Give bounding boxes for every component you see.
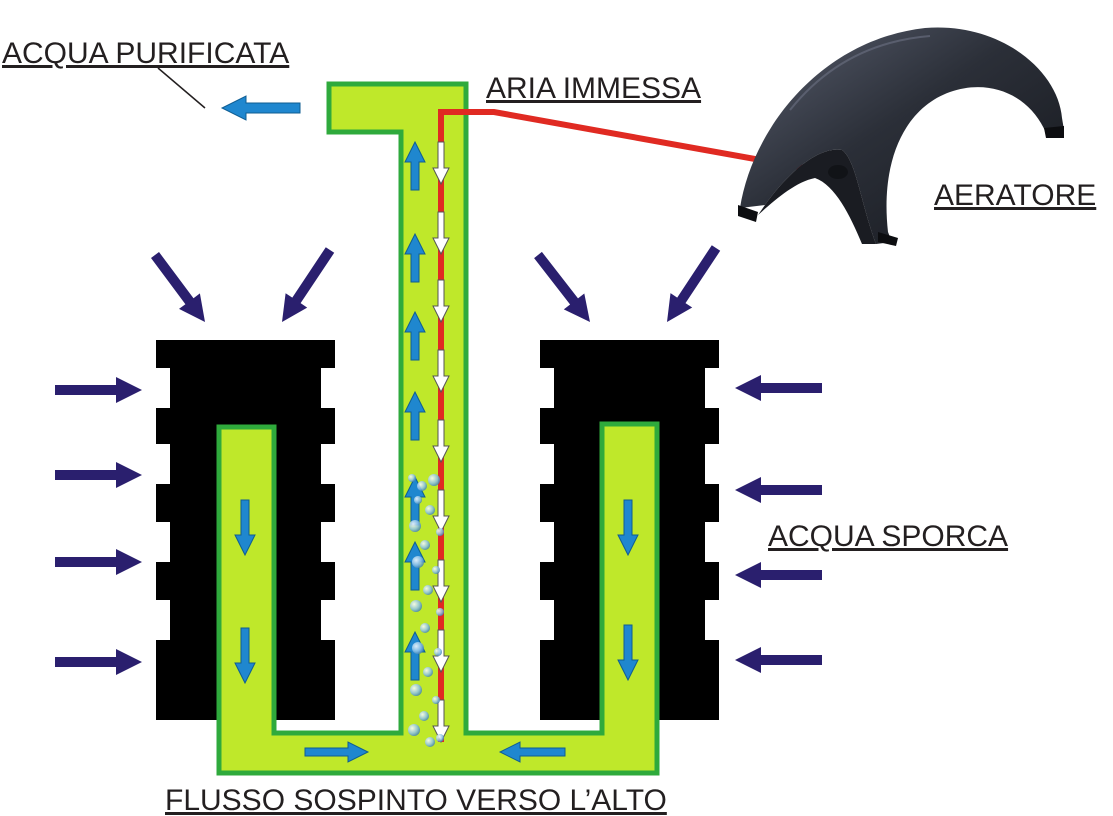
- air-bubble-icon: [420, 540, 430, 550]
- air-bubble-icon: [436, 608, 444, 616]
- inflow-arrow-icon: [735, 375, 822, 401]
- air-bubble-icon: [408, 724, 420, 736]
- label-purified-water: ACQUA PURIFICATA: [2, 37, 289, 70]
- air-bubble-icon: [428, 474, 440, 486]
- inflow-arrow-icon: [55, 549, 142, 575]
- air-bubble-icon: [409, 520, 421, 532]
- air-bubble-icon: [425, 737, 435, 747]
- air-bubble-icon: [434, 648, 442, 656]
- flow-arrows: [220, 95, 639, 763]
- inflow-arrow-icon: [735, 477, 822, 503]
- label-air-input: ARIA IMMESSA: [486, 72, 701, 105]
- inflow-arrow-icon: [667, 245, 721, 322]
- air-bubble-icon: [432, 696, 440, 704]
- water-flow-arrow-icon: [498, 741, 566, 763]
- label-upward-flow: FLUSSO SOSPINTO VERSO L’ALTO: [165, 784, 667, 816]
- aerator-pump-icon: [738, 27, 1064, 246]
- water-flow-arrow-icon: [617, 624, 639, 682]
- inflow-arrows: [55, 245, 822, 675]
- air-bubble-icon: [432, 566, 440, 574]
- water-flow-arrow-icon: [617, 499, 639, 557]
- water-flow-arrow-icon: [234, 499, 256, 557]
- air-bubble-icon: [410, 684, 422, 696]
- label-aerator: AERATORE: [934, 179, 1096, 212]
- air-bubble-icon: [436, 528, 444, 536]
- inflow-arrow-icon: [282, 247, 335, 322]
- air-bubble-icon: [410, 600, 422, 612]
- inflow-arrow-icon: [735, 647, 822, 673]
- air-arrow-icon: [432, 279, 450, 324]
- air-arrow-icon: [432, 141, 450, 186]
- water-flow-arrow-icon: [304, 741, 370, 763]
- water-flow-arrow-icon: [404, 140, 426, 191]
- inflow-arrow-icon: [735, 562, 822, 588]
- label-dirty-water: ACQUA SPORCA: [768, 520, 1008, 553]
- air-bubble-icon: [412, 556, 424, 568]
- inflow-arrow-icon: [55, 462, 142, 488]
- water-flow-arrow-icon: [404, 310, 426, 361]
- water-flow-arrow-icon: [404, 390, 426, 441]
- water-flow-arrow-icon: [404, 232, 426, 283]
- air-arrow-icon: [432, 699, 450, 744]
- air-bubbles: [408, 474, 444, 747]
- air-bubble-icon: [417, 481, 427, 491]
- air-bubble-icon: [414, 496, 422, 504]
- inflow-arrow-icon: [151, 252, 205, 322]
- air-bubble-icon: [420, 623, 430, 633]
- air-bubble-icon: [423, 585, 433, 595]
- air-arrow-icon: [432, 349, 450, 394]
- inflow-arrow-icon: [55, 377, 142, 403]
- air-arrow-icon: [432, 211, 450, 256]
- air-arrow-icon: [432, 419, 450, 464]
- air-arrow-icon: [432, 489, 450, 534]
- air-arrow-icon: [432, 559, 450, 604]
- water-flow-arrow-icon: [220, 95, 301, 121]
- water-flow-arrow-icon: [234, 627, 256, 685]
- inflow-arrow-icon: [534, 251, 590, 322]
- inflow-arrow-icon: [55, 649, 142, 675]
- air-bubble-icon: [408, 474, 416, 482]
- purified-water-callout-line: [157, 67, 206, 109]
- air-bubble-icon: [436, 734, 444, 742]
- air-bubble-icon: [419, 711, 429, 721]
- air-bubble-icon: [423, 667, 433, 677]
- air-bubble-icon: [425, 505, 435, 515]
- air-bubble-icon: [412, 642, 424, 654]
